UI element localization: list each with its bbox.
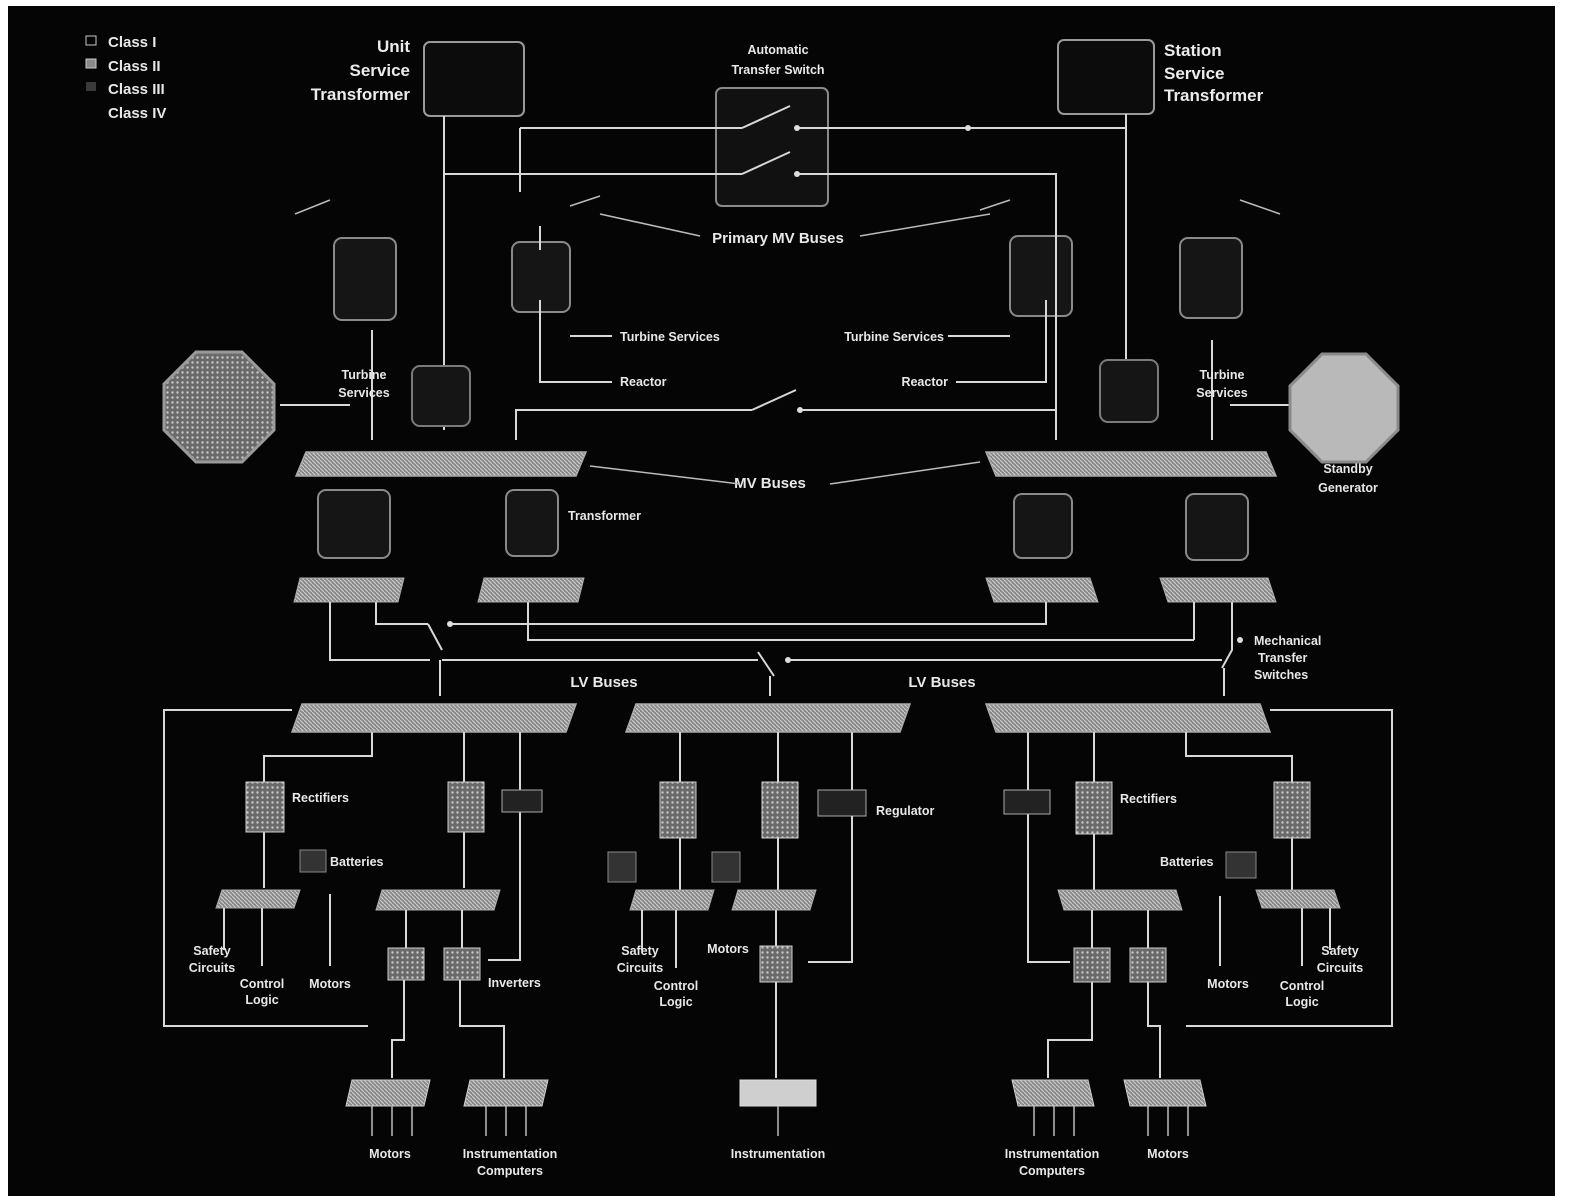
regulator-box [818, 790, 866, 816]
safety-circuits-right-2: Circuits [1317, 961, 1364, 975]
load-bus-motors-right [1124, 1080, 1206, 1106]
primary-mv-transformers [295, 196, 1280, 320]
legend-label-class-3: Class III [108, 81, 165, 98]
standby-generator-right: Standby Generator [1290, 354, 1398, 495]
station-service-transformer-label-2: Service [1164, 64, 1225, 83]
control-logic-left-1: Control [240, 977, 284, 991]
rectifier-left-1 [246, 782, 284, 832]
lv-buses-right-label: LV Buses [908, 674, 975, 691]
rectifiers-right-label: Rectifiers [1120, 792, 1177, 806]
right-lv-section: Rectifiers Batteries Motors Control Logi… [1004, 710, 1392, 1078]
unit-service-transformer-label-3: Transformer [311, 85, 411, 104]
transformer-label: Transformer [568, 509, 641, 523]
reactor-right: Reactor [901, 375, 948, 389]
unit-service-transformer-label-1: Unit [377, 37, 410, 56]
left-lv-section: Rectifiers Batteries Inverters Safety Ci… [164, 710, 542, 1078]
turbine-services-left-2: Services [338, 386, 389, 400]
rectifier-right-2 [1274, 782, 1310, 838]
rectifier-mid-1 [660, 782, 696, 838]
standby-generator-label-2: Generator [1318, 481, 1378, 495]
middle-lv-section: Regulator Safety Circuits Control Logic … [608, 732, 934, 1078]
bottom-instr-left-2: Computers [477, 1164, 543, 1178]
control-logic-mid-1: Control [654, 979, 698, 993]
bottom-loads: Motors Instrumentation Computers Instrum… [346, 1080, 1206, 1178]
bottom-motors-right: Motors [1147, 1147, 1189, 1161]
ats-label-2: Transfer Switch [731, 63, 824, 77]
motors-right-label: Motors [1207, 977, 1249, 991]
safety-circuits-mid-1: Safety [621, 944, 659, 958]
mv-lv-transformers: Transformer [318, 490, 1248, 560]
bottom-instr-left-1: Instrumentation [463, 1147, 557, 1161]
station-service-transformer-label-1: Station [1164, 41, 1222, 60]
safety-circuits-right-1: Safety [1321, 944, 1359, 958]
control-logic-right-2: Logic [1285, 995, 1318, 1009]
rectifier-right-1 [1076, 782, 1112, 834]
rectifiers-left-label: Rectifiers [292, 791, 349, 805]
load-bus-instrumentation [740, 1080, 816, 1106]
legend-swatch-class-2 [86, 59, 96, 68]
standby-generator-left [164, 352, 274, 462]
lv-source-buses [294, 578, 1276, 602]
motors-mid-label: Motors [707, 942, 749, 956]
inverters-label: Inverters [488, 976, 541, 990]
lv-buses: LV Buses LV Buses [292, 674, 1270, 732]
lv-buses-left-label: LV Buses [570, 674, 637, 691]
unit-service-transformer: Unit Service Transformer [311, 37, 524, 116]
bottom-instr-right-1: Instrumentation [1005, 1147, 1099, 1161]
rectifier-mid-2 [762, 782, 798, 838]
control-logic-mid-2: Logic [659, 995, 692, 1009]
automatic-transfer-switch: Automatic Transfer Switch [716, 43, 828, 206]
mechanical-transfer-label-1: Mechanical [1254, 634, 1321, 648]
primary-mv-buses-label: Primary MV Buses [712, 230, 844, 247]
reactor-left: Reactor [620, 375, 667, 389]
mv-buses-label: MV Buses [734, 475, 806, 492]
safety-circuits-left-2: Circuits [189, 961, 236, 975]
bottom-instr-right-2: Computers [1019, 1164, 1085, 1178]
unit-service-transformer-label-2: Service [350, 61, 411, 80]
turbine-services-center-right: Turbine Services [844, 330, 944, 344]
turbine-services-center-left: Turbine Services [620, 330, 720, 344]
legend-label-class-2: Class II [108, 58, 161, 75]
mv-buses: MV Buses [296, 452, 1276, 492]
motors-left-label: Motors [309, 977, 351, 991]
turbine-services-right-2: Services [1196, 386, 1247, 400]
load-bus-motors-left [346, 1080, 430, 1106]
control-logic-right-1: Control [1280, 979, 1324, 993]
inverter-left-1 [388, 948, 424, 980]
rectifier-left-2 [448, 782, 484, 832]
lv-interconnect: Mechanical Transfer Switches [330, 602, 1321, 696]
turbine-services-right-1: Turbine [1200, 368, 1245, 382]
safety-circuits-mid-2: Circuits [617, 961, 664, 975]
regulator-label: Regulator [876, 804, 934, 818]
turbine-services-left-1: Turbine [342, 368, 387, 382]
batteries-left-label: Batteries [330, 855, 384, 869]
inverter-right-2 [1130, 948, 1166, 982]
legend-label-class-1: Class I [108, 34, 156, 51]
bottom-instrumentation: Instrumentation [731, 1147, 825, 1161]
ats-label-1: Automatic [747, 43, 808, 57]
bottom-motors-left: Motors [369, 1147, 411, 1161]
mechanical-transfer-label-3: Switches [1254, 668, 1308, 682]
station-service-transformer-label-3: Transformer [1164, 86, 1264, 105]
legend: Class I Class II Class III Class IV [86, 34, 166, 122]
inverter-left-2 [444, 948, 480, 980]
safety-circuits-left-1: Safety [193, 944, 231, 958]
legend-label-class-4: Class IV [108, 105, 166, 122]
mechanical-transfer-label-2: Transfer [1258, 651, 1307, 665]
legend-swatch-class-3 [86, 82, 96, 91]
batteries-right-label: Batteries [1160, 855, 1214, 869]
control-logic-left-2: Logic [245, 993, 278, 1007]
legend-swatch-class-1 [86, 36, 96, 45]
load-bus-instr-right [1012, 1080, 1094, 1106]
station-service-transformer: Station Service Transformer [1058, 40, 1264, 114]
inverter-right-1 [1074, 948, 1110, 982]
load-bus-instr-left [464, 1080, 548, 1106]
standby-generator-label-1: Standby [1323, 462, 1372, 476]
